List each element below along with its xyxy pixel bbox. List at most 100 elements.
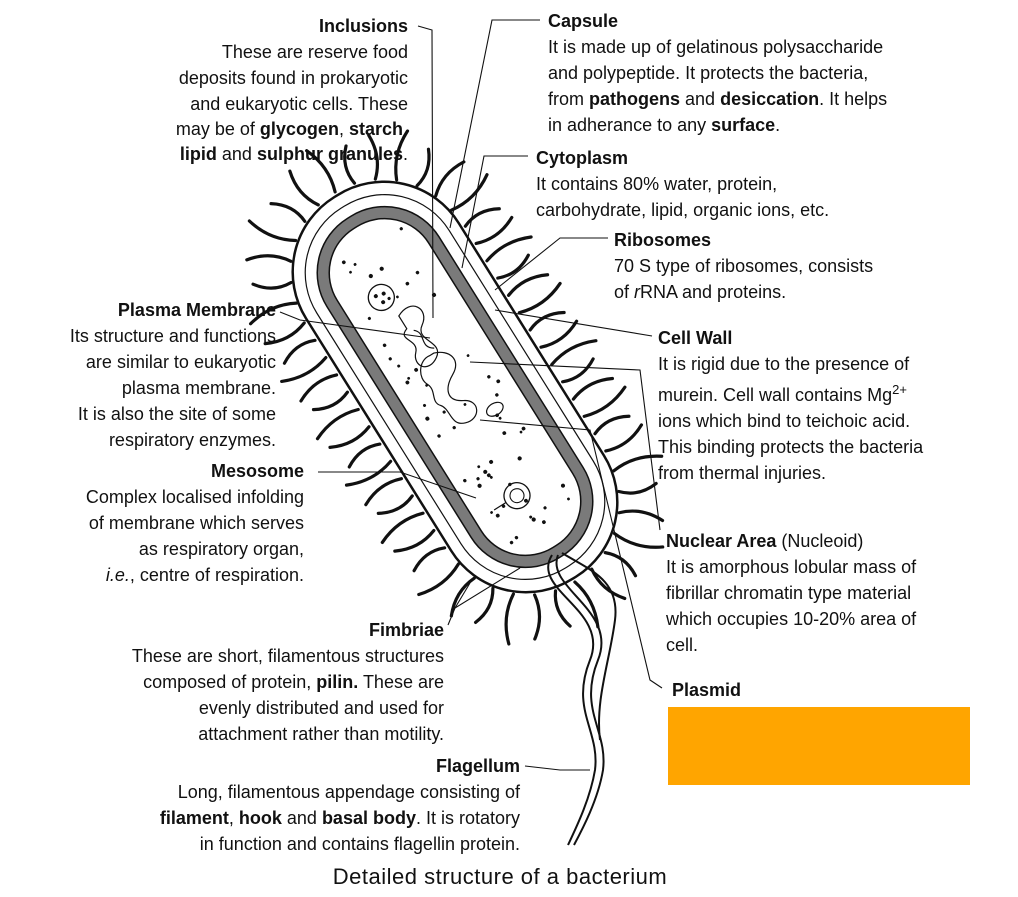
ribosome-dot <box>543 506 547 510</box>
inclusions-line: may be of glycogen, starch, <box>130 117 408 141</box>
ribosome-dot <box>405 281 410 286</box>
cytoplasm-line: carbohydrate, lipid, organic ions, etc. <box>536 200 830 220</box>
ribosome-dot <box>425 384 429 387</box>
fimbria-hair <box>364 477 404 507</box>
fimbria-hair <box>269 202 307 223</box>
fimbria-hair <box>343 144 357 185</box>
bold-glycogen: glycogen <box>259 119 339 139</box>
text-run: of <box>614 282 635 302</box>
fimbriae-line: attachment rather than motility. <box>198 724 444 744</box>
ribosome-dot <box>495 413 499 418</box>
ribosome-dot <box>517 456 522 461</box>
fimbria-hair <box>533 593 542 641</box>
nuclear-area-subtitle: (Nucleoid) <box>776 531 864 551</box>
fimbria-hair <box>280 356 328 384</box>
bold-starch: starch <box>348 119 403 139</box>
leader-ribosomes <box>494 237 608 291</box>
cell-wall-line: from thermal injuries. <box>658 463 827 483</box>
leader-plasmid <box>479 419 663 689</box>
bold-surface: surface <box>711 115 776 135</box>
redaction-box <box>668 707 970 785</box>
ribosome-dot <box>415 270 420 275</box>
ribosome-dot <box>514 535 519 540</box>
ribosome-dot <box>463 478 467 483</box>
text-run: RNA and proteins. <box>640 282 787 302</box>
fimbria-hair <box>582 385 627 418</box>
ribosome-dot <box>495 513 500 518</box>
inclusions-block: Inclusions These are reserve food deposi… <box>130 13 408 167</box>
fimbriae-line: These are short, filamentous structures <box>131 646 444 666</box>
cell-wall-title: Cell Wall <box>658 328 733 348</box>
ribosome-dot <box>349 270 352 274</box>
plasma-membrane-title: Plasma Membrane <box>117 300 276 320</box>
text-run: murein. Cell wall contains Mg <box>658 385 893 405</box>
nuclear-area-line: It is amorphous lobular mass of <box>666 557 917 577</box>
ribosome-dot <box>487 375 491 379</box>
italic-r: r <box>634 282 641 302</box>
inclusions-line: and eukaryotic cells. These <box>190 94 408 114</box>
ribosome-dot <box>476 477 480 481</box>
fimbria-hair <box>311 390 350 412</box>
fimbria-hair <box>617 481 658 495</box>
ribosome-dot <box>414 367 419 372</box>
fimbria-hair <box>593 414 631 436</box>
plasmid-title: Plasmid <box>672 680 742 700</box>
cell-wall-block: Cell Wall It is rigid due to the presenc… <box>658 325 998 486</box>
fimbria-hair <box>449 173 489 212</box>
capsule-block: Capsule It is made up of gelatinous poly… <box>548 8 968 138</box>
fimbria-hair <box>571 376 615 401</box>
text-run: . <box>775 115 781 135</box>
ribosomes-line: 70 S type of ribosomes, consists <box>614 256 874 276</box>
inclusions-line: lipid and sulphur granules. <box>130 141 408 167</box>
fimbria-hair <box>263 321 306 346</box>
ribosome-dot <box>486 473 491 478</box>
fimbria-hair <box>282 338 317 365</box>
ribosome-dot <box>531 517 536 522</box>
bold-sulphur: sulphur granules <box>256 144 403 164</box>
fimbria-hair <box>315 407 360 441</box>
inclusion-granule <box>367 283 395 312</box>
ribosome-dot <box>341 260 346 265</box>
ribosome-dot <box>502 431 507 435</box>
leader-fimbriae-2 <box>454 582 471 609</box>
fimbria-hair <box>299 373 339 403</box>
nuclear-area-line: which occupies 10-20% area of <box>666 609 917 629</box>
ribosome-dot <box>489 475 493 479</box>
mesosome-block: Mesosome Complex localised infolding of … <box>30 458 304 588</box>
ribosome-dot <box>423 403 427 407</box>
leader-capsule <box>449 19 540 229</box>
fimbria-hair <box>376 494 414 515</box>
fimbria-hair <box>380 511 425 545</box>
figure-caption: Detailed structure of a bacterium <box>332 864 668 889</box>
nuclear-area-heading: Nuclear Area (Nucleoid) <box>666 528 996 554</box>
text-run: , <box>228 808 239 828</box>
fimbria-hair <box>463 207 501 228</box>
fimbria-hair <box>506 273 550 297</box>
ribosome-dot <box>397 364 401 368</box>
italic-ie: i.e. <box>105 565 130 585</box>
fimbria-hair <box>449 576 476 618</box>
fimbria-hair <box>617 509 665 523</box>
mesosome-line: Complex localised infolding <box>85 487 304 507</box>
fimbria-hair <box>251 280 293 290</box>
text-run: , <box>402 119 408 139</box>
fimbria-hair <box>528 310 566 332</box>
fimbriae-line: evenly distributed and used for <box>198 698 444 718</box>
cell-wall-line: This binding protects the bacteria <box>658 437 924 457</box>
ribosomes-title: Ribosomes <box>614 230 712 250</box>
fimbria-hair <box>496 253 530 280</box>
fimbria-hair <box>434 160 466 198</box>
fimbria-hair <box>603 551 638 578</box>
leader-cytoplasm <box>461 155 528 269</box>
leader-plasma-membrane <box>279 311 431 339</box>
fimbriae-title: Fimbriae <box>368 620 444 640</box>
ribosome-dot <box>388 357 392 361</box>
bold-pathogens: pathogens <box>589 89 681 109</box>
fimbria-hair <box>560 357 595 384</box>
ribosome-dot <box>489 459 494 464</box>
fimbria-hair <box>417 562 461 597</box>
text-run: , centre of respiration. <box>129 565 304 585</box>
ribosome-dot <box>368 273 373 279</box>
text-run: from <box>548 89 590 109</box>
